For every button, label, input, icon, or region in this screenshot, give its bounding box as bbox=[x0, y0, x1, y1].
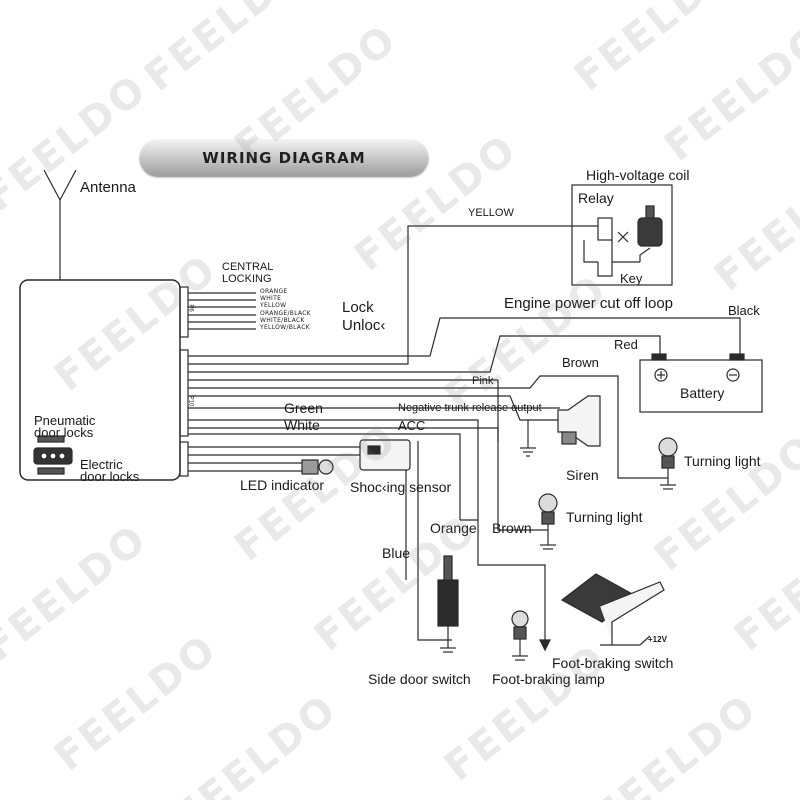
wire-color-label: ORANGE bbox=[260, 288, 288, 295]
acc-label: ACC bbox=[398, 418, 426, 433]
foot-braking-switch-label: Foot-braking switch bbox=[552, 655, 674, 671]
black-wire-label: Black bbox=[728, 303, 760, 318]
brake-pedal-icon bbox=[560, 573, 665, 646]
pneumatic-connector bbox=[37, 435, 65, 443]
battery-icon bbox=[639, 359, 763, 413]
negative-trunk-label: Negative trunk release output bbox=[398, 402, 542, 414]
wire-color-label: WHITE bbox=[260, 295, 282, 303]
connector-aux bbox=[179, 441, 189, 477]
pneumatic-label-1: Pneumatic bbox=[34, 413, 96, 428]
siren-icon bbox=[557, 395, 601, 447]
shock-sensor-label: Shoc‹ing sensor bbox=[350, 479, 452, 495]
wire-color-label: ORANGE/BLACK bbox=[260, 309, 312, 317]
ground-icon bbox=[520, 447, 536, 457]
relay-coil bbox=[597, 217, 613, 241]
central-locking-label-1: CENTRAL bbox=[222, 261, 274, 273]
connector-p6 bbox=[179, 286, 189, 338]
relay-label: Relay bbox=[578, 190, 614, 206]
turning-light-icon bbox=[658, 437, 678, 490]
orange-wire-label: Orange bbox=[430, 520, 477, 536]
green-wire-label: Green bbox=[284, 400, 323, 416]
battery-label: Battery bbox=[680, 385, 725, 401]
yellow-wire-label: YELLOW bbox=[468, 207, 514, 219]
siren-label: Siren bbox=[566, 467, 599, 483]
wire-color-label: YELLOW bbox=[260, 302, 287, 310]
pneumatic-label-2: door locks bbox=[34, 425, 94, 440]
unlock-label: Unloc‹ bbox=[342, 317, 386, 334]
plus12v-label: +12V bbox=[648, 635, 667, 644]
foot-braking-lamp-label: Foot-braking lamp bbox=[492, 671, 605, 687]
p10-wires bbox=[188, 225, 741, 640]
connector-p10-label: P10 bbox=[187, 395, 194, 407]
turning-light-label-right: Turning light bbox=[684, 453, 761, 469]
white-wire-label: White bbox=[284, 417, 320, 433]
connector-p10 bbox=[179, 349, 189, 437]
relay-box bbox=[571, 184, 673, 286]
page-title: WIRING DIAGRAM bbox=[202, 149, 366, 167]
central-locking-label-2: LOCKING bbox=[222, 273, 272, 285]
foot-braking-lamp-icon bbox=[511, 610, 529, 661]
connector-p6-label: P6 bbox=[187, 304, 194, 312]
electric-label-1: Electric bbox=[80, 457, 123, 472]
high-voltage-coil-label: High-voltage coil bbox=[586, 167, 690, 183]
electric-label-2: door locks bbox=[80, 469, 140, 484]
side-door-switch-icon bbox=[437, 555, 459, 653]
arrow-down-icon bbox=[539, 639, 551, 652]
blue-wire-label: Blue bbox=[382, 545, 411, 561]
wire-color-label: YELLOW/BLACK bbox=[260, 323, 310, 331]
antenna-icon bbox=[43, 169, 77, 202]
title-banner: WIRING DIAGRAM bbox=[140, 140, 428, 176]
pink-wire-label: Pink bbox=[472, 375, 494, 387]
key-label: Key bbox=[620, 271, 643, 286]
central-locking-wire-list: ORANGE WHITE YELLOW ORANGE/BLACK WHITE/B… bbox=[260, 288, 312, 332]
antenna-label: Antenna bbox=[80, 179, 136, 196]
aux-wires bbox=[188, 441, 478, 641]
led-indicator-icon bbox=[301, 459, 334, 475]
brown-wire-label-bottom: Brown bbox=[492, 520, 532, 536]
led-indicator-label: LED indicator bbox=[240, 477, 325, 493]
lock-label: Lock bbox=[342, 299, 374, 316]
side-door-switch-label: Side door switch bbox=[368, 671, 471, 687]
brown-wire-label-top: Brown bbox=[562, 355, 599, 370]
shock-sensor-icon bbox=[359, 439, 411, 471]
coil-icon bbox=[637, 217, 663, 247]
turning-light-icon bbox=[538, 493, 558, 550]
red-wire-label: Red bbox=[614, 337, 638, 352]
central-locking-wires bbox=[188, 292, 256, 330]
engine-cutoff-label: Engine power cut off loop bbox=[504, 295, 674, 312]
wire-color-label: WHITE/BLACK bbox=[260, 316, 305, 324]
turning-light-label-mid: Turning light bbox=[566, 509, 643, 525]
